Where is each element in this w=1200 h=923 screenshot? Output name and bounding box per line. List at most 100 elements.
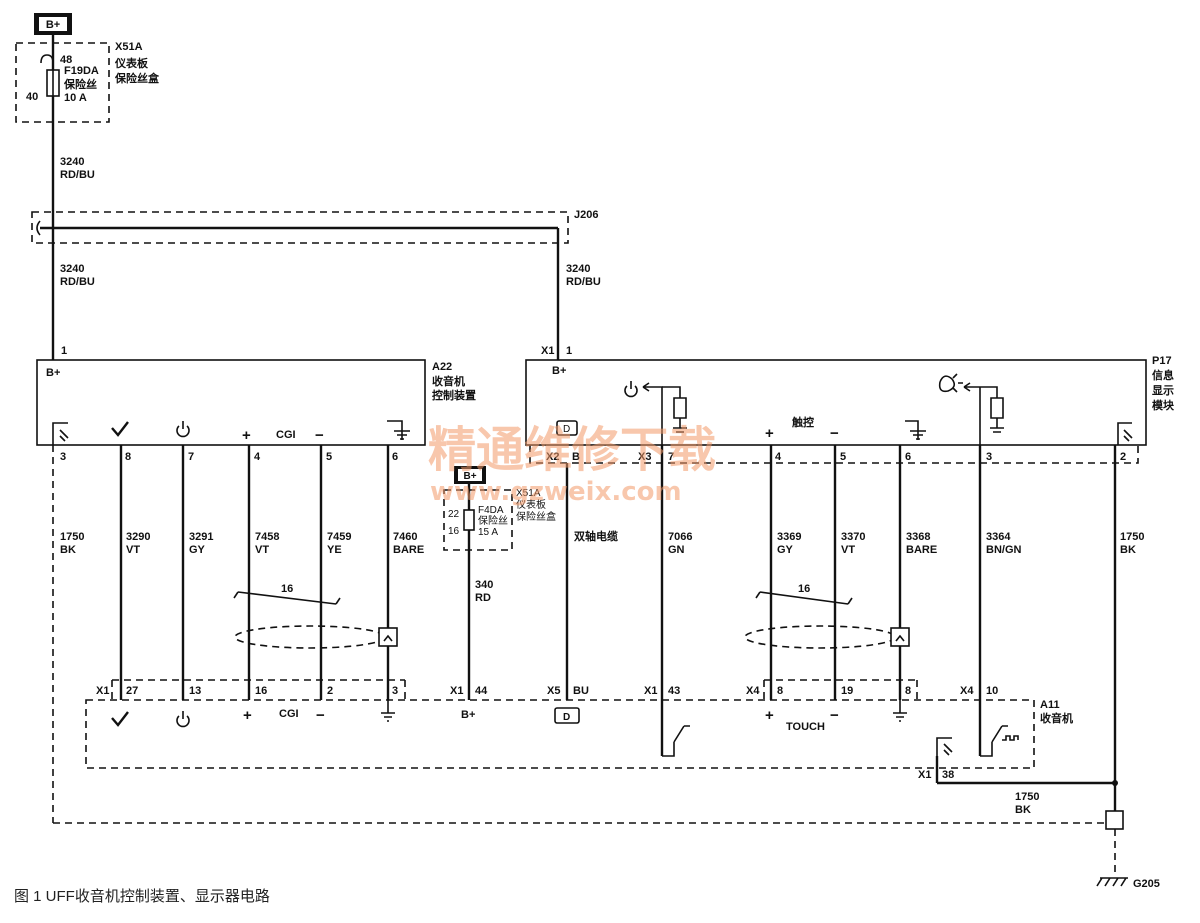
- a11-minus-icon-1: −: [316, 707, 325, 724]
- a22-shield-ground-icon: [387, 420, 410, 440]
- a11-pin-16: 16: [255, 685, 267, 697]
- p17-pin-b: B: [572, 451, 580, 463]
- a11-pin-3: 3: [392, 685, 398, 697]
- a22-cgi-label: CGI: [276, 429, 296, 441]
- twist-1-line: [237, 591, 337, 605]
- wire-5-color: BARE: [393, 544, 424, 556]
- p17-pin-5: 5: [840, 451, 846, 463]
- fuse-block-1-desc-1: 仪表板: [114, 56, 149, 70]
- wire-3240-right-num: 3240: [566, 263, 590, 275]
- a11-display-icon: [554, 707, 580, 724]
- shield-1-ellipse: [234, 625, 386, 649]
- wire-3240-right-color: RD/BU: [566, 276, 601, 288]
- p17-conn-x2: X2: [546, 451, 559, 463]
- a22-bplus: B+: [46, 367, 60, 379]
- a11-ground-pin: 38: [942, 769, 954, 781]
- twist-1-mark-right: [335, 597, 341, 605]
- wire-7-num: 双轴电缆: [574, 529, 618, 543]
- a22-pin-4: 4: [254, 451, 261, 463]
- a22-power-icon: [176, 421, 190, 438]
- a11-x4-connector-outline: [763, 679, 918, 700]
- p17-conn-x1: X1: [541, 345, 554, 357]
- a11-conn-0: X1: [96, 685, 109, 697]
- a11-ground-icon-1: [381, 700, 395, 722]
- shield-1-drain-icon: [383, 634, 393, 642]
- fuse-block-2-desc-2: 保险丝盒: [516, 510, 556, 523]
- a11-conn-4: X4: [746, 685, 760, 697]
- p17-module-box: [525, 359, 1147, 446]
- fuse-block-1-desc-2: 保险丝盒: [114, 71, 160, 85]
- p17-plus-icon: +: [765, 425, 774, 442]
- a11-pin-19: 19: [841, 685, 853, 697]
- p17-ground-icon: [1117, 422, 1133, 445]
- p17-conn-x3: X3: [638, 451, 651, 463]
- p17-bplus: B+: [552, 365, 566, 377]
- wire-10-num: 3370: [841, 531, 865, 543]
- fuse-2-rating: 15 A: [478, 527, 498, 538]
- p17-touch-label: 触控: [791, 415, 814, 429]
- a11-pin-44: 44: [475, 685, 488, 697]
- a22-module-box: [36, 359, 426, 446]
- wire-0-color: BK: [60, 544, 76, 556]
- p17-pullup-resistor-1: [662, 386, 687, 433]
- a22-pin-1: 1: [61, 345, 67, 357]
- shield-2-ellipse: [744, 625, 896, 649]
- fuse-2-desc: 保险丝: [478, 514, 508, 527]
- wire-0-num: 1750: [60, 531, 84, 543]
- ground-label: G205: [1133, 878, 1160, 890]
- fuse-block-2-bplus-inner: [458, 469, 482, 481]
- a11-power-icon: [176, 711, 190, 728]
- fuse-block-2-outline: [443, 489, 513, 551]
- a22-ground-icon: [52, 422, 69, 445]
- wire-6-color: RD: [475, 592, 491, 604]
- p17-pin-4: 4: [775, 451, 782, 463]
- wire-3240-top-color: RD/BU: [60, 169, 95, 181]
- wire-5-num: 7460: [393, 531, 417, 543]
- a11-pin-43: 43: [668, 685, 680, 697]
- fuse-2-pin-top: 22: [448, 509, 460, 520]
- a22-pin-7: 7: [188, 451, 194, 463]
- splice-label: J206: [574, 209, 598, 221]
- a11-x1-connector-outline: [111, 679, 406, 700]
- wire-1-color: VT: [126, 544, 140, 556]
- a11-pin-13: 13: [189, 685, 201, 697]
- fuse-1-pin-left: 40: [26, 91, 38, 103]
- a22-desc-2: 控制装置: [432, 388, 476, 402]
- wire-12-color: BN/GN: [986, 544, 1022, 556]
- twist-2-mark-left: [755, 591, 761, 599]
- a11-pin-10: 10: [986, 685, 998, 697]
- fuse-1-connector-icon: [40, 54, 54, 64]
- a11-check-icon: [111, 711, 129, 727]
- a11-minus-icon-2: −: [830, 707, 839, 724]
- fuse-block-1-outline: [15, 42, 110, 123]
- fuse-1-desc: 保险丝: [63, 77, 97, 91]
- a11-pin-2: 2: [327, 685, 333, 697]
- a11-ground-conn: X1: [918, 769, 931, 781]
- watermark-cn: 精通维修下载: [428, 422, 716, 478]
- wire-10-color: VT: [841, 544, 855, 556]
- shield-2-drain-icon: [895, 634, 905, 642]
- a11-pin-27: 27: [126, 685, 138, 697]
- a22-pin-5: 5: [326, 451, 332, 463]
- p17-pin-7: 7: [668, 451, 674, 463]
- ground-g205-icon: [1096, 877, 1128, 887]
- a11-pin-bu: BU: [573, 685, 589, 697]
- a22-check-icon: [111, 421, 129, 437]
- a11-module-outline: [85, 699, 1035, 769]
- fuse-2-pin-left: 16: [448, 526, 460, 537]
- a11-plus-icon-2: +: [765, 707, 774, 724]
- p17-minus-icon: −: [830, 425, 839, 442]
- fuse-1-rating: 10 A: [64, 92, 87, 104]
- wire-13-num: 1750: [1120, 531, 1144, 543]
- a11-desc: 收音机: [1040, 711, 1073, 725]
- a11-pin-8a: 8: [777, 685, 783, 697]
- a11-conn-3: X1: [644, 685, 657, 697]
- a11-conn-5: X4: [960, 685, 974, 697]
- p17-pullup-resistor-2: [963, 382, 1004, 445]
- a22-name: A22: [432, 361, 452, 373]
- wire-8-color: GN: [668, 544, 685, 556]
- a22-desc-1: 收音机: [432, 374, 465, 388]
- wire-13-color: BK: [1120, 544, 1136, 556]
- a22-minus-icon: −: [315, 427, 324, 444]
